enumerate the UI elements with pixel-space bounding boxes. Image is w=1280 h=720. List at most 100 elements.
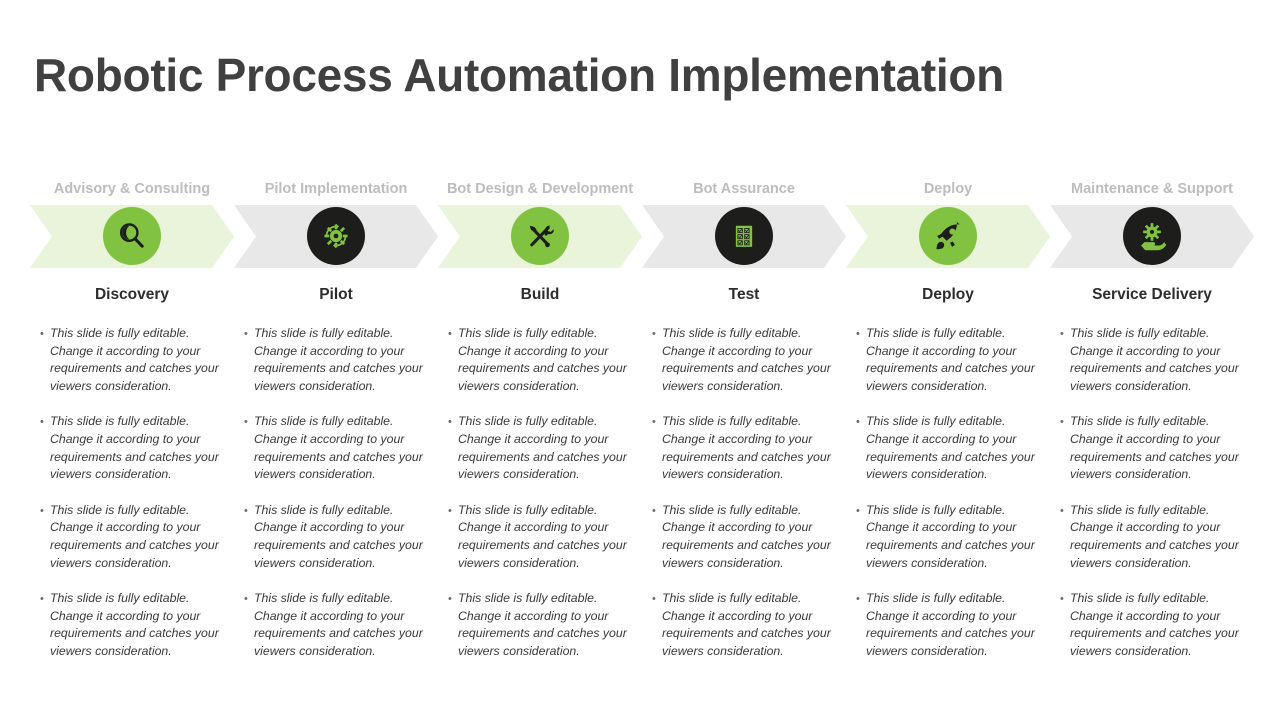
bullet-dot-icon: •	[40, 416, 44, 429]
bullet-dot-icon: •	[448, 593, 452, 606]
bullet-dot-icon: •	[856, 416, 860, 429]
bullet-text: This slide is fully editable. Change it …	[662, 326, 831, 393]
stage-header-label: Bot Design & Development	[446, 181, 634, 197]
bullet-dot-icon: •	[40, 504, 44, 517]
bullet-dot-icon: •	[1060, 593, 1064, 606]
bullet-dot-icon: •	[652, 416, 656, 429]
list-item: •This slide is fully editable. Change it…	[1050, 413, 1248, 483]
bullet-columns-region: • This slide is fully editable. Change it…	[30, 325, 1254, 670]
list-item: • This slide is fully editable. Change it…	[846, 590, 1044, 660]
bullet-text: This slide is fully editable. Change it …	[662, 591, 831, 658]
bullet-dot-icon: •	[448, 504, 452, 517]
bullet-dot-icon: •	[40, 328, 44, 340]
bullet-dot-icon: •	[244, 593, 248, 606]
bullet-dot-icon: •	[448, 416, 452, 429]
bullet-text: This slide is fully editable. Change it …	[1070, 414, 1239, 482]
list-item: • This slide is fully editable. Change it…	[234, 413, 432, 483]
bullet-text: This slide is fully editable. Change it …	[458, 591, 627, 658]
bullet-text: This slide is fully editable. Change it …	[866, 414, 1035, 482]
bullet-text: This slide is fully editable. Change it …	[866, 502, 1035, 570]
bullet-text: This slide is fully editable. Change it …	[458, 502, 627, 570]
bullet-text: This slide is fully editable. Change it …	[254, 326, 423, 393]
stage-name-label: Pilot	[319, 286, 353, 303]
bullet-dot-icon: •	[652, 328, 656, 340]
bullet-column: • This slide is fully editable. Change it…	[438, 325, 642, 679]
stage-name-label: Service Delivery	[1092, 286, 1212, 303]
bullet-text: This slide is fully editable. Change it …	[1070, 502, 1239, 570]
bullet-text: This slide is fully editable. Change it …	[662, 502, 831, 570]
magnifier-icon	[103, 207, 161, 265]
list-item: • This slide is fully editable. Change it…	[438, 590, 636, 660]
stage-header-label: Pilot Implementation	[264, 181, 408, 197]
list-item: • This slide is fully editable. Change it…	[1050, 325, 1248, 395]
bullet-text: This slide is fully editable. Change it …	[254, 591, 423, 658]
bullet-text: This slide is fully editable. Change it …	[458, 326, 627, 393]
checklist-icon	[715, 207, 773, 265]
list-item: • This slide is fully editable. Change it…	[438, 325, 636, 395]
list-item: • This slide is fully editable. Change it…	[1050, 502, 1248, 572]
stage-header-label: Maintenance & Support	[1071, 181, 1233, 197]
page-title: Robotic Process Automation Implementatio…	[34, 49, 1004, 101]
gear-refresh-icon	[307, 207, 365, 265]
bullet-dot-icon: •	[856, 593, 860, 606]
list-item: • This slide is fully editable. Change it…	[438, 413, 636, 483]
list-item: •This slide is fully editable. Change it…	[234, 502, 432, 572]
list-item: • This slide is fully editable. Change it…	[234, 325, 432, 395]
stage-header-label: Deploy	[923, 181, 973, 197]
bullet-dot-icon: •	[244, 504, 248, 517]
bullet-column: • This slide is fully editable. Change it…	[642, 325, 846, 679]
list-item: • This slide is fully editable. Change it…	[846, 413, 1044, 483]
list-item: •This slide is fully editable. Change it…	[30, 590, 228, 660]
bullet-text: This slide is fully editable. Change it …	[254, 414, 423, 482]
bullet-column: • This slide is fully editable. Change it…	[30, 325, 234, 679]
stage-name-label: Discovery	[94, 286, 170, 303]
bullet-dot-icon: •	[856, 328, 860, 340]
bullet-column: • This slide is fully editable. Change it…	[1050, 325, 1254, 679]
bullet-dot-icon: •	[856, 504, 860, 517]
bullet-column: • This slide is fully editable. Change it…	[846, 325, 1050, 679]
list-item: • This slide is fully editable. Change it…	[234, 590, 432, 660]
bullet-text: This slide is fully editable. Change it …	[866, 591, 1035, 658]
rocket-icon	[919, 207, 977, 265]
bullet-column: • This slide is fully editable. Change it…	[234, 325, 438, 679]
bullet-dot-icon: •	[448, 328, 452, 340]
list-item: • This slide is fully editable. Change it…	[30, 325, 228, 395]
bullet-text: This slide is fully editable. Change it …	[50, 414, 219, 482]
list-item: • This slide is fully editable. Change it…	[1050, 590, 1248, 660]
bullet-dot-icon: •	[244, 416, 248, 429]
bullet-text: This slide is fully editable. Change it …	[1070, 591, 1239, 658]
bullet-text: This slide is fully editable. Change it …	[1070, 326, 1239, 393]
stage-name-label: Deploy	[922, 286, 974, 303]
stage-header-label: Bot Assurance	[693, 181, 795, 197]
bullet-dot-icon: •	[244, 328, 248, 340]
stage-name-label: Test	[728, 286, 760, 303]
list-item: • This slide is fully editable. Change it…	[846, 502, 1044, 572]
bullet-dot-icon: •	[652, 504, 656, 517]
bullet-dot-icon: •	[652, 593, 656, 606]
tools-icon	[511, 207, 569, 265]
list-item: • This slide is fully editable. Change it…	[438, 502, 636, 572]
list-item: • This slide is fully editable. Change it…	[642, 502, 840, 572]
bullet-text: This slide is fully editable. Change it …	[458, 414, 627, 482]
bullet-dot-icon: •	[1060, 328, 1064, 340]
stage-header-label: Advisory & Consulting	[53, 181, 211, 197]
list-item: • This slide is fully editable. Change it…	[642, 413, 840, 483]
stage-name-label: Build	[520, 286, 560, 303]
list-item: • This slide is fully editable. Change it…	[846, 325, 1044, 395]
list-item: • This slide is fully editable. Change it…	[642, 325, 840, 395]
bullet-text: This slide is fully editable. Change it …	[662, 414, 831, 482]
bullet-text: This slide is fully editable. Change it …	[50, 591, 219, 658]
list-item: • This slide is fully editable. Change it…	[30, 413, 228, 483]
bullet-text: This slide is fully editable. Change it …	[866, 326, 1035, 393]
bullet-text: This slide is fully editable. Change it …	[50, 326, 219, 393]
list-item: • This slide is fully editable. Change it…	[642, 590, 840, 660]
bullet-dot-icon: •	[1060, 504, 1064, 517]
